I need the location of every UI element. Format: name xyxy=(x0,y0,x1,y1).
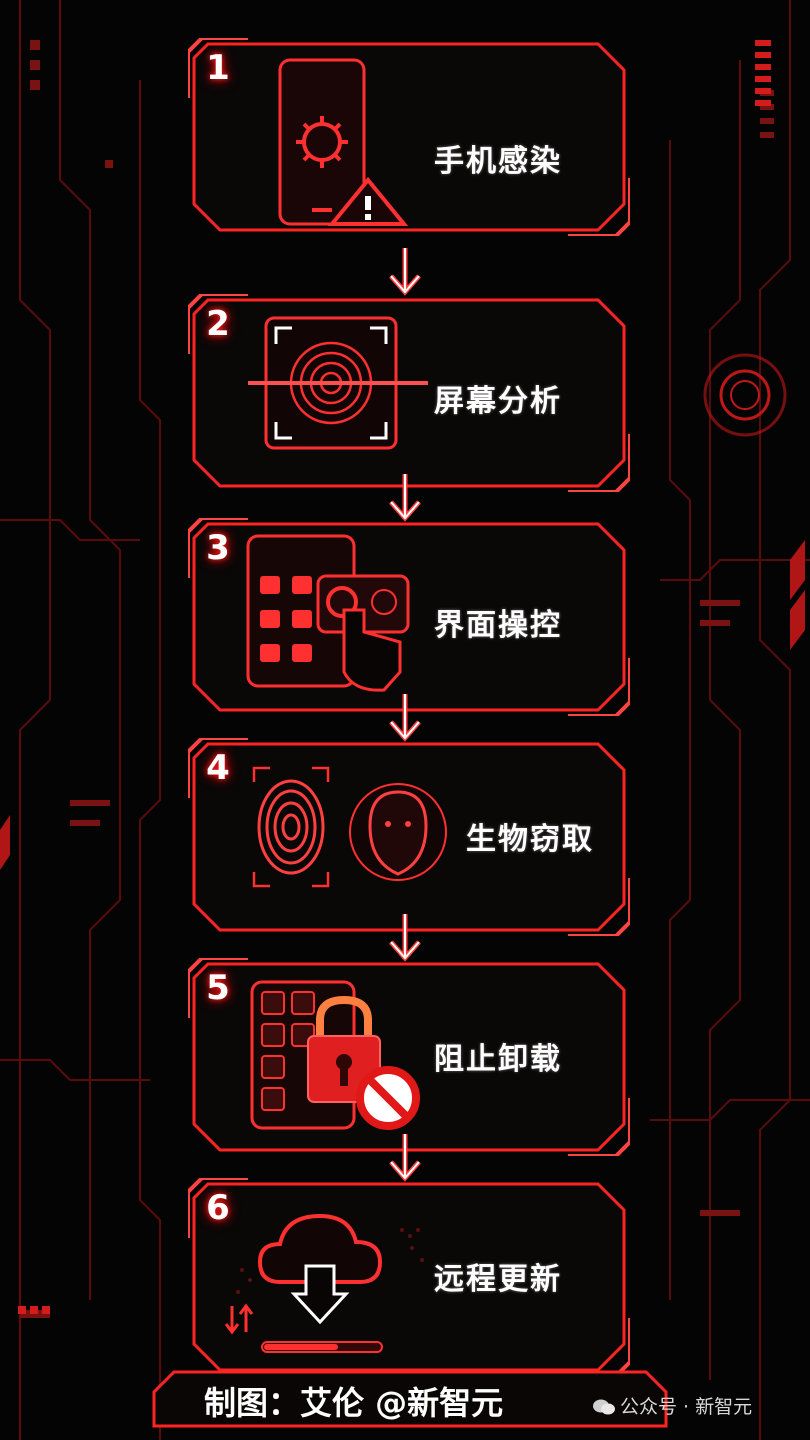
cloud-download-icon xyxy=(224,1213,424,1353)
flow-arrow xyxy=(389,1134,421,1182)
step-number: 6 xyxy=(206,1188,230,1228)
watermark: 公众号 · 新智元 xyxy=(592,1392,752,1419)
step-label: 远程更新 xyxy=(434,1262,562,1297)
step-4-panel: 4 生物窃取 xyxy=(188,738,630,936)
watermark-text: 公众号 · 新智元 xyxy=(620,1396,753,1418)
step-label: 界面操控 xyxy=(434,608,562,643)
step-1-panel: 1 手机感染 xyxy=(188,38,630,236)
flow-arrow xyxy=(389,914,421,962)
step-label: 阻止卸载 xyxy=(434,1042,562,1077)
flow-arrow xyxy=(389,474,421,522)
flow-arrow xyxy=(389,248,421,296)
step-5-panel: 5 阻止卸载 xyxy=(188,958,630,1156)
step-label: 手机感染 xyxy=(434,144,562,179)
infected-phone-icon xyxy=(278,58,408,226)
panel-frame xyxy=(188,38,630,236)
touch-control-icon xyxy=(246,534,410,692)
wechat-icon xyxy=(593,1399,615,1415)
step-number: 1 xyxy=(206,48,230,88)
step-label: 屏幕分析 xyxy=(434,384,562,419)
lock-block-icon xyxy=(250,980,420,1130)
credit-frame xyxy=(152,1370,668,1428)
step-3-panel: 3 界面操控 xyxy=(188,518,630,716)
step-number: 5 xyxy=(206,968,230,1008)
step-number: 2 xyxy=(206,304,230,344)
flow-arrow xyxy=(389,694,421,742)
step-number: 4 xyxy=(206,748,230,788)
fingerprint-scan-icon xyxy=(248,316,428,450)
step-number: 3 xyxy=(206,528,230,568)
biometric-face-icon xyxy=(252,766,447,888)
credit-text: 制图：艾伦 @新智元 xyxy=(204,1384,504,1422)
step-label: 生物窃取 xyxy=(466,822,594,857)
step-6-panel: 6 远程更新 xyxy=(188,1178,630,1376)
credit-banner: 制图：艾伦 @新智元 xyxy=(150,1368,670,1430)
step-2-panel: 2 屏幕分析 xyxy=(188,294,630,492)
